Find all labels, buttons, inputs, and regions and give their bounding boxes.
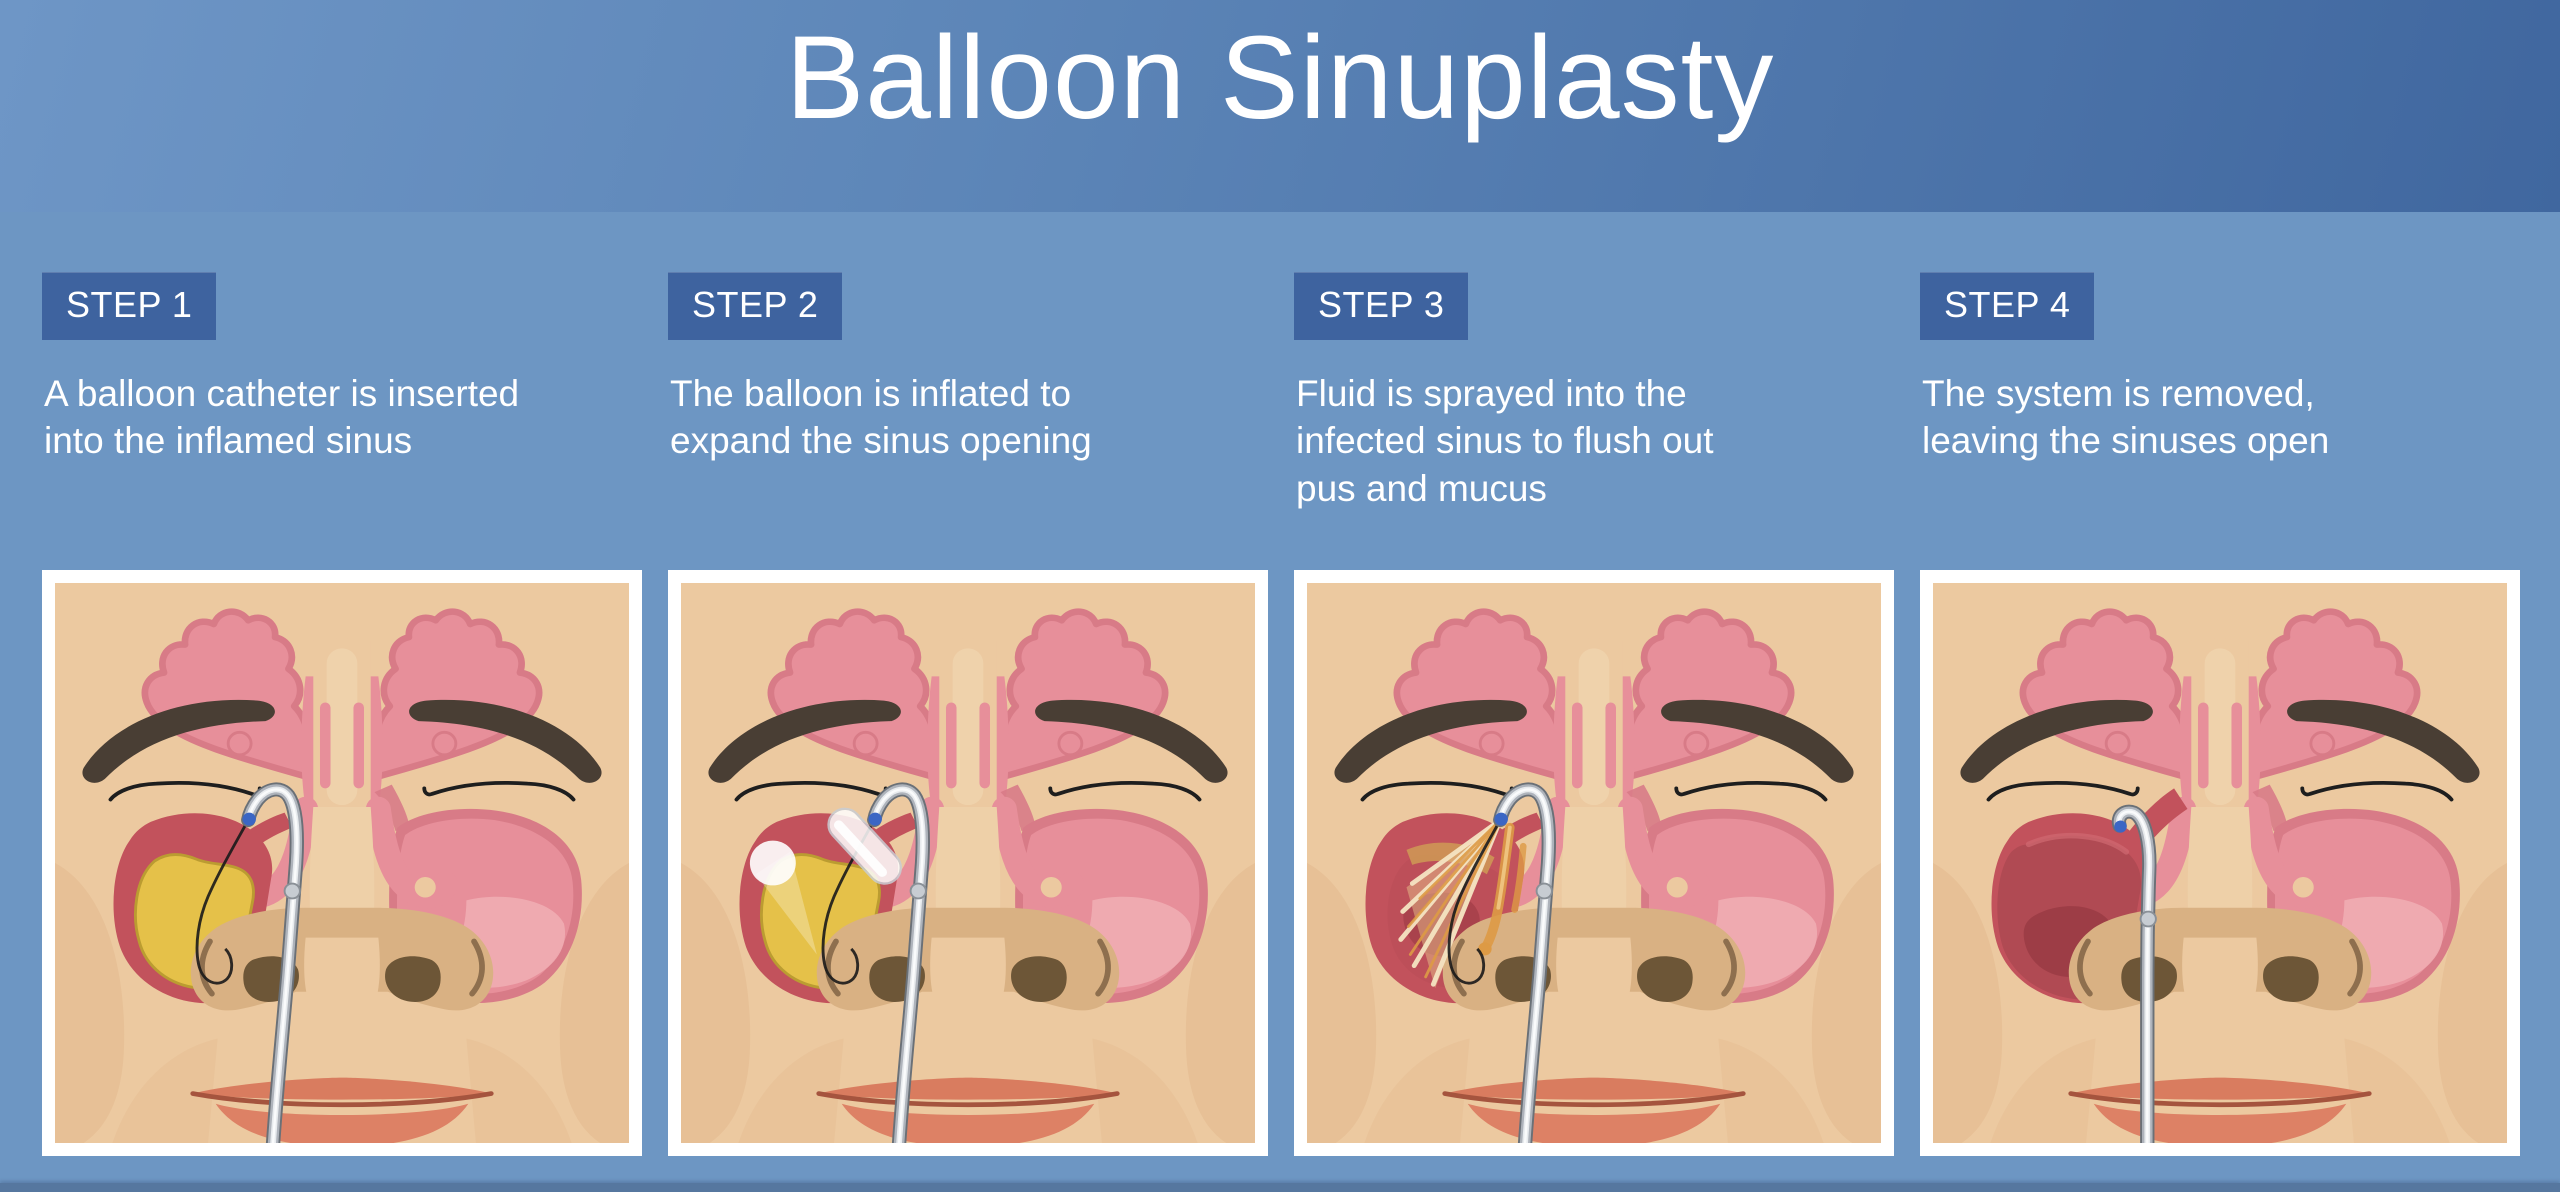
step-2-description: The balloon is inflated to expand the si…	[670, 373, 1092, 462]
step-3-badge: STEP 3	[1294, 272, 1469, 340]
face-illustration	[681, 583, 1255, 1143]
steps-row: STEP 1 A balloon catheter is inserted in…	[0, 212, 2560, 1156]
step-4-badge: STEP 4	[1920, 272, 2095, 340]
sinus-diagram-step-4	[1933, 583, 2507, 1143]
sinus-diagram-step-3	[1307, 583, 1881, 1143]
sinus-diagram-step-1	[55, 583, 629, 1143]
page-title: Balloon Sinuplasty	[785, 12, 1775, 144]
nasal-bridge	[852, 638, 1084, 823]
eyebrows	[82, 699, 602, 783]
eyebrows	[708, 699, 1228, 783]
guide-wire	[195, 819, 250, 985]
step-1-panel	[42, 570, 642, 1156]
step-3-panel	[1294, 570, 1894, 1156]
step-4-description: The system is removed, leaving the sinus…	[1922, 373, 2330, 462]
eyes	[1986, 780, 2454, 802]
inflamed-maxillary-sinus	[1991, 788, 2188, 1004]
catheter-tip	[242, 812, 256, 826]
balloon-catheter	[867, 782, 930, 1143]
header-banner: Balloon Sinuplasty	[0, 0, 2560, 212]
nose	[1442, 807, 1746, 1011]
nasal-bridge	[1478, 638, 1710, 823]
step-3-description: Fluid is sprayed into the infected sinus…	[1296, 373, 1714, 509]
sinus-diagram-step-2	[681, 583, 1255, 1143]
nasal-bridge	[2104, 638, 2336, 823]
eyebrows	[1334, 699, 1854, 783]
balloon-catheter	[241, 782, 304, 1143]
nasal-bridge	[226, 638, 458, 823]
balloon-catheter	[2111, 804, 2157, 1143]
face-illustration	[55, 583, 629, 1143]
catheter-tip	[1494, 812, 1508, 826]
face-illustration	[1307, 583, 1881, 1143]
catheter-tip	[2114, 820, 2127, 833]
step-1-badge: STEP 1	[42, 272, 217, 340]
step-4-panel	[1920, 570, 2520, 1156]
balloon-catheter	[1493, 782, 1556, 1143]
guide-wire	[1447, 819, 1502, 985]
step-column-2: STEP 2 The balloon is inflated to expand…	[668, 272, 1268, 1156]
footer-strip	[0, 1183, 2560, 1192]
face-illustration	[1933, 583, 2507, 1143]
healthy-maxillary-sinus	[1626, 784, 1834, 1004]
inflated-balloon	[749, 807, 902, 955]
step-column-3: STEP 3 Fluid is sprayed into the infecte…	[1294, 272, 1894, 1156]
step-2-badge: STEP 2	[668, 272, 843, 340]
step-column-4: STEP 4 The system is removed, leaving th…	[1920, 272, 2520, 1156]
eyebrows	[1960, 699, 2480, 783]
step-1-description: A balloon catheter is inserted into the …	[44, 373, 520, 462]
catheter-tip	[868, 812, 882, 826]
nose	[816, 807, 1120, 1011]
step-column-1: STEP 1 A balloon catheter is inserted in…	[42, 272, 642, 1156]
step-2-panel	[668, 570, 1268, 1156]
guide-wire	[821, 819, 876, 985]
